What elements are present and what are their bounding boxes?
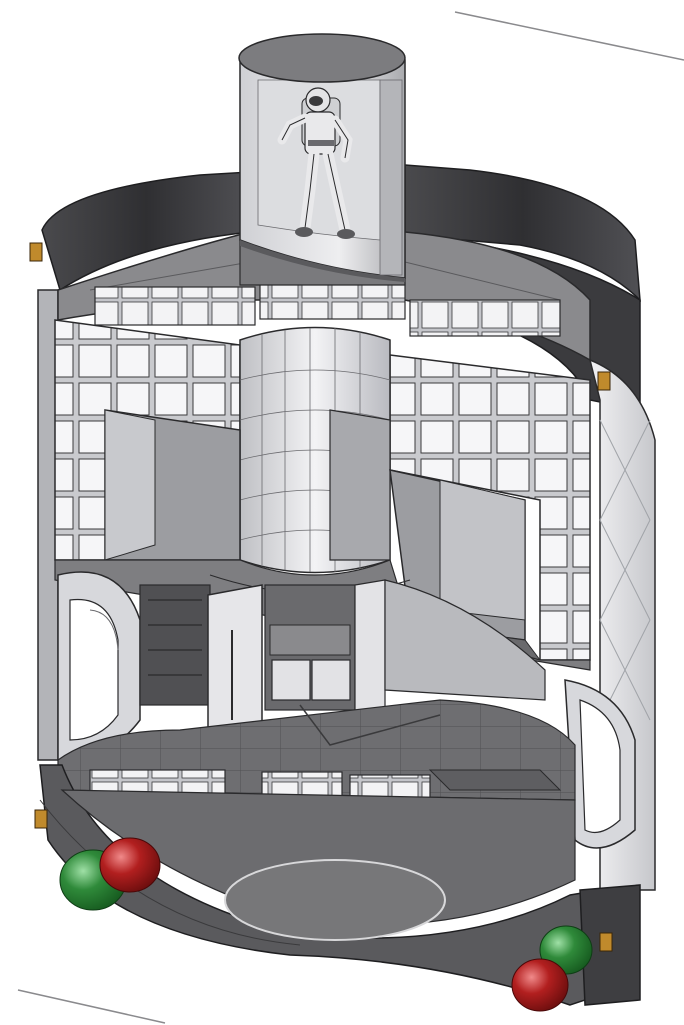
orange-bracket-icon — [597, 371, 611, 391]
guide-line-top — [454, 11, 684, 61]
orange-bracket-icon — [29, 242, 43, 262]
right-hatch-tunnel — [564, 679, 636, 849]
red-sphere-icon — [99, 837, 161, 893]
astronaut-icon — [277, 87, 355, 239]
red-sphere-icon — [511, 958, 569, 1012]
ceiling-storage-row — [94, 282, 561, 337]
guide-line-bottom — [17, 989, 166, 1024]
orange-bracket-icon — [34, 809, 48, 829]
left-hatch-tunnel — [57, 571, 141, 761]
upper-left-room — [104, 409, 262, 581]
airlock-tower — [238, 33, 406, 286]
outer-shell-lower — [39, 764, 641, 1006]
lower-equipment — [139, 579, 546, 761]
orange-bracket-icon — [599, 932, 613, 952]
